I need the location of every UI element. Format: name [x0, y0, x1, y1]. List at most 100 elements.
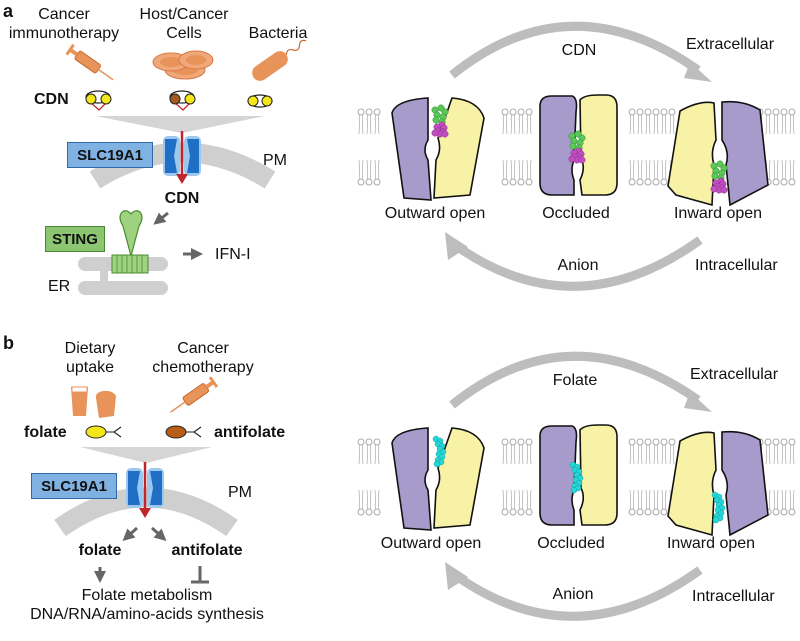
panel-b-pathway [54, 376, 238, 584]
lipid-bilayer [628, 108, 676, 186]
sting-protein [111, 210, 149, 274]
er-label: ER [48, 278, 71, 295]
cycle-bottom-substrate: Anion [557, 257, 599, 274]
arrow-to-sting [153, 211, 169, 225]
cycle-arrowhead-top [684, 62, 712, 82]
yellow-domain [433, 97, 485, 199]
syringe-icon [65, 43, 114, 81]
cycle-arrow-top [449, 351, 701, 409]
inward-open-state [667, 430, 769, 537]
cdn-molecule-icon [247, 94, 273, 108]
syringe-icon [169, 376, 219, 413]
arrow-to-antifolate [150, 526, 167, 542]
inward-open-state [667, 100, 769, 207]
pm-label: PM [263, 152, 287, 169]
folate-intracellular-label: folate [78, 542, 122, 559]
source-label: Cells [166, 25, 202, 42]
slc19a1-label: SLC19A1 [31, 473, 117, 499]
source-label: Dietary [64, 340, 116, 357]
cycle-arrowhead-top [684, 392, 712, 412]
cycle-bottom-substrate: Anion [552, 586, 594, 603]
source-label: Host/Cancer [139, 6, 229, 23]
lipid-bilayer [501, 438, 533, 516]
cycle-arrow-top [449, 21, 701, 79]
lipid-bilayer [628, 438, 676, 516]
purple-domain [391, 97, 432, 201]
cdn-molecule-icon [169, 90, 196, 111]
transport-cycle-a [357, 21, 796, 291]
yellow-domain [667, 431, 717, 537]
state-label: Outward open [384, 205, 486, 222]
funnel-shape [95, 116, 265, 133]
cycle-arrowhead-bottom [445, 562, 468, 590]
yellow-domain [667, 101, 717, 207]
extracellular-label: Extracellular [690, 366, 779, 383]
antifolate-molecule-icon [165, 425, 202, 439]
pm-label: PM [228, 484, 252, 501]
state-label: Occluded [542, 205, 610, 222]
source-label: uptake [65, 359, 115, 376]
folate-substrate [711, 491, 726, 524]
outcome-label: DNA/RNA/amino-acids synthesis [30, 606, 264, 623]
arrow-to-folate [122, 526, 139, 542]
antifolate-intracellular-label: antifolate [171, 542, 243, 559]
slc19a1-label: SLC19A1 [67, 142, 153, 168]
outward-open-state [391, 427, 485, 531]
state-label: Inward open [673, 205, 763, 222]
lipid-bilayer [501, 108, 533, 186]
source-label: chemotherapy [152, 359, 254, 376]
transport-cycle-b [357, 351, 796, 621]
cycle-arrow-bottom [452, 566, 703, 621]
folate-substrate [432, 435, 447, 468]
purple-domain [721, 430, 769, 537]
outward-open-state [391, 97, 485, 201]
source-label: Cancer [177, 340, 229, 357]
slc19a1-transporter [163, 131, 201, 184]
bacterium-icon [252, 39, 307, 81]
state-label: Occluded [537, 535, 605, 552]
yellow-domain [579, 424, 618, 526]
intracellular-label: Intracellular [695, 257, 778, 274]
cycle-top-substrate: Folate [552, 372, 598, 389]
panel-label-b: b [3, 333, 14, 353]
cdn-substrate [710, 160, 728, 194]
folate-molecule-icon [85, 425, 122, 439]
cdn-substrate [568, 130, 586, 164]
state-label: Outward open [380, 535, 482, 552]
cdn-label: CDN [34, 91, 69, 108]
food-icon [71, 386, 116, 418]
purple-domain [539, 425, 578, 526]
sting-label: STING [45, 226, 105, 252]
purple-domain [391, 427, 432, 531]
antifolate-label: antifolate [214, 424, 286, 441]
cycle-arrowhead-bottom [445, 232, 468, 260]
source-label: Bacteria [248, 25, 308, 42]
cdn-intracellular-label: CDN [164, 190, 200, 207]
panel-a-pathway [65, 39, 307, 295]
cdn-substrate [431, 104, 449, 138]
extracellular-label: Extracellular [686, 36, 775, 53]
outcome-label: Folate metabolism [81, 587, 213, 604]
occluded-state [539, 424, 618, 526]
funnel-shape [80, 447, 212, 463]
purple-domain [721, 100, 769, 207]
cdn-molecule-icon [85, 90, 112, 111]
source-label: immunotherapy [8, 25, 120, 42]
cells-icon [152, 50, 214, 80]
occluded-state [539, 94, 618, 196]
panel-label-a: a [3, 1, 14, 21]
intracellular-label: Intracellular [692, 588, 775, 605]
yellow-domain [433, 427, 485, 529]
cycle-arrow-bottom [452, 236, 703, 291]
state-label: Inward open [666, 535, 756, 552]
yellow-domain [579, 94, 618, 196]
ifn-label: IFN-I [215, 246, 251, 263]
folate-label: folate [24, 424, 67, 441]
slc19a1-transporter [126, 462, 164, 518]
cycle-top-substrate: CDN [561, 42, 597, 59]
lipid-bilayer [357, 108, 381, 186]
lipid-bilayer [357, 438, 381, 516]
folate-substrate [569, 461, 584, 494]
source-label: Cancer [38, 6, 90, 23]
